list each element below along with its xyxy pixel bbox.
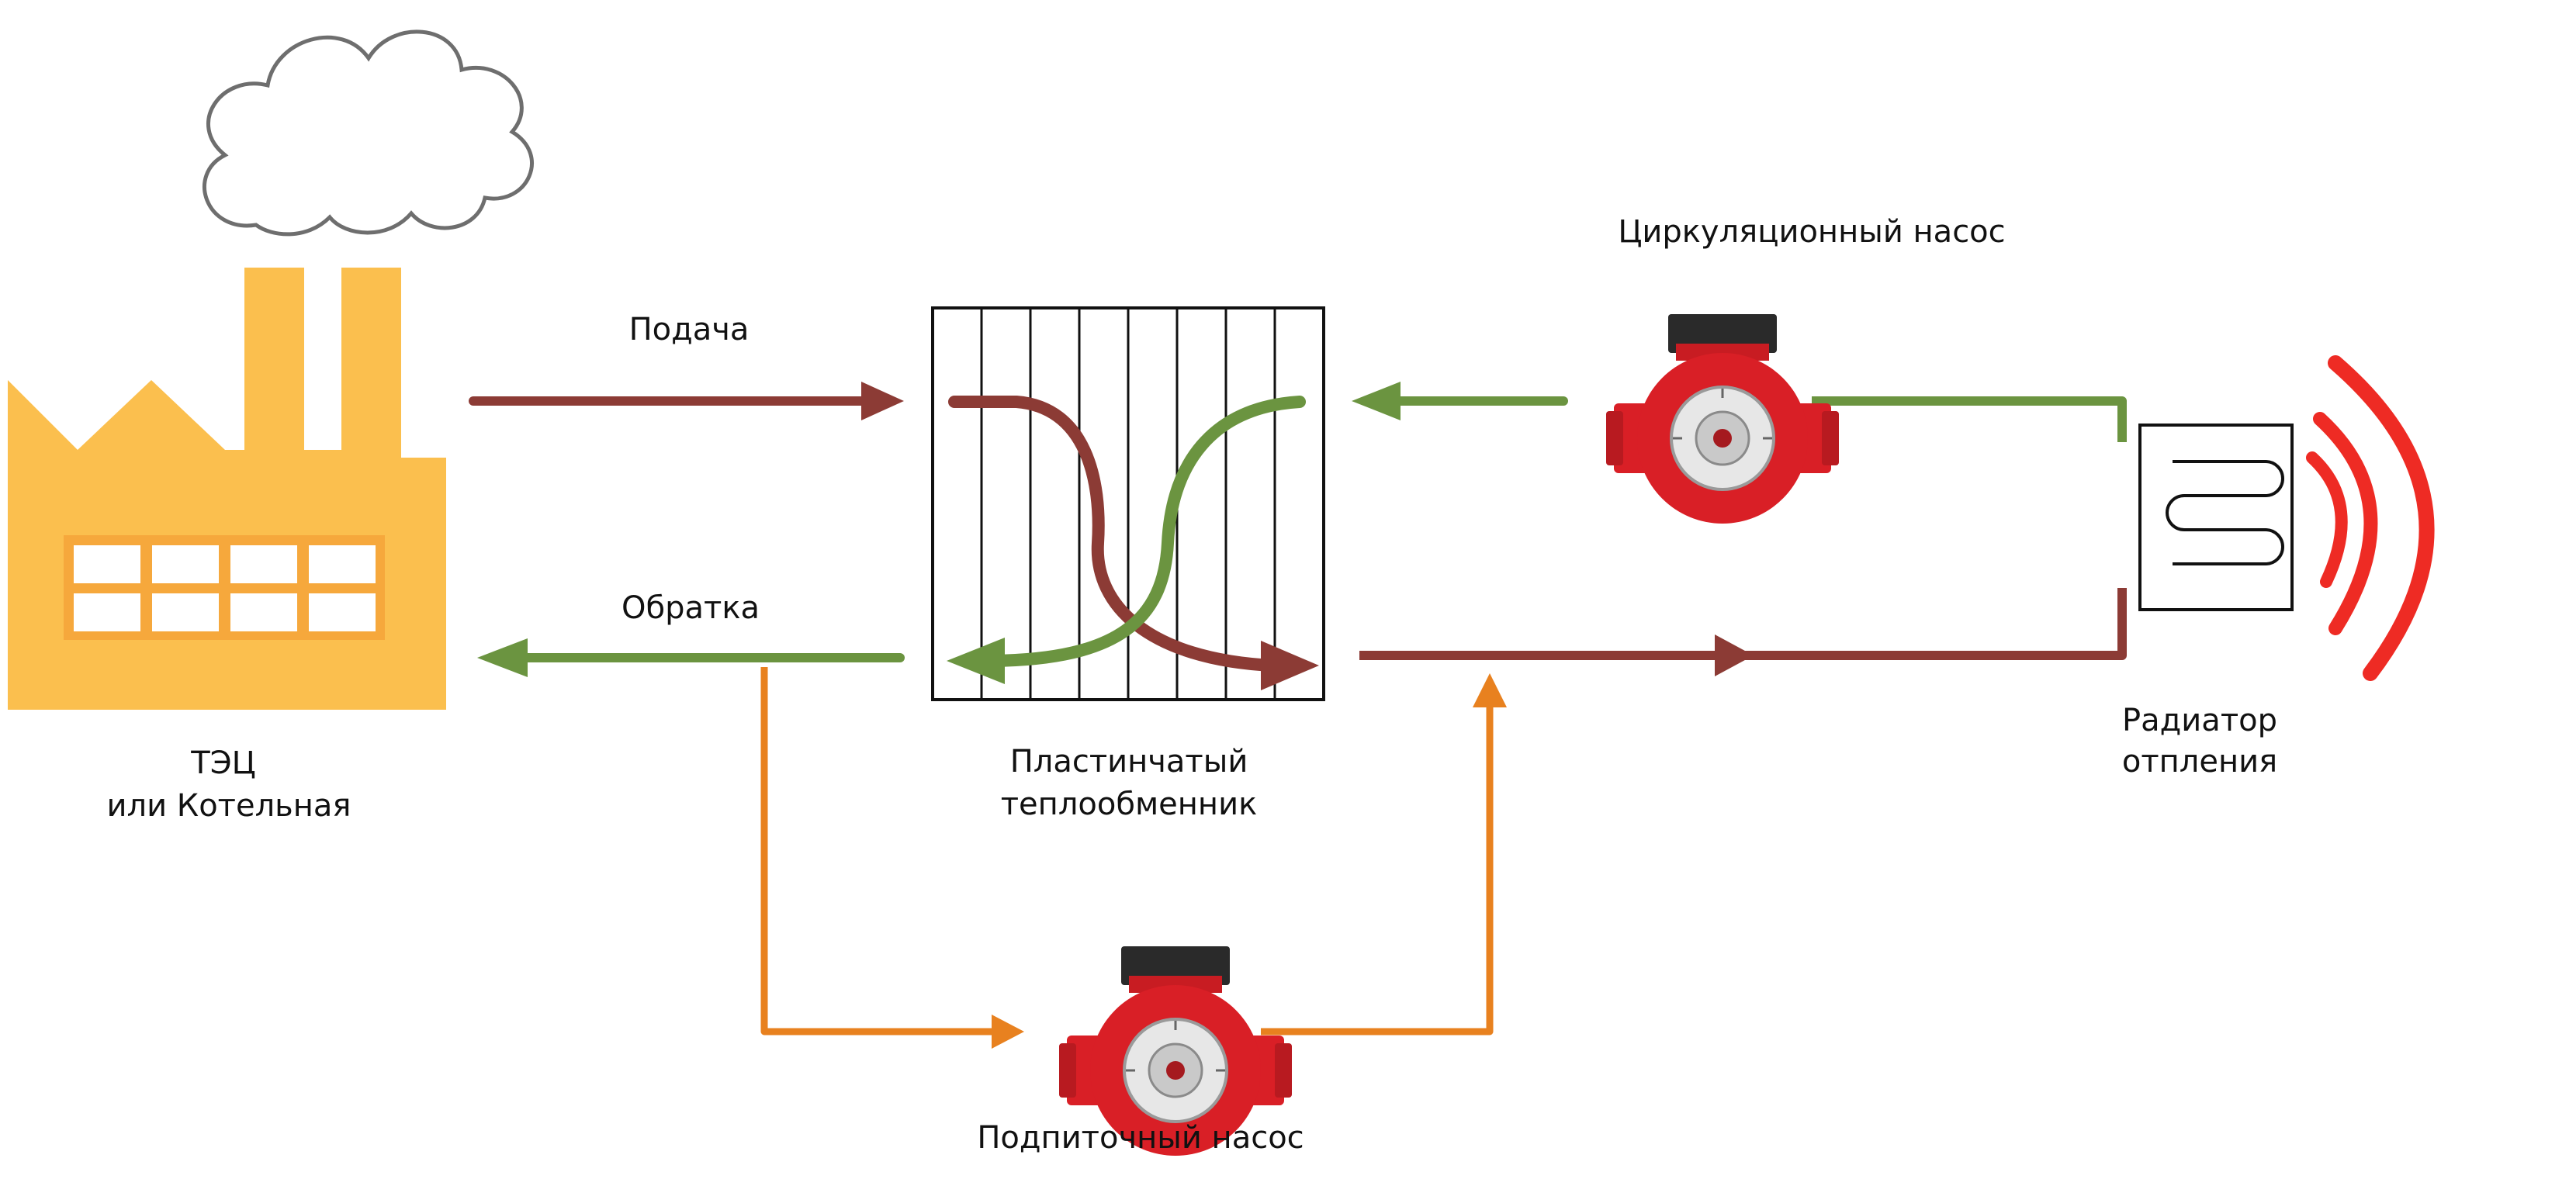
cold-flow-inside [987, 396, 1306, 667]
radiator-label-line2: отпления [2122, 744, 2277, 780]
cloud-icon [203, 29, 534, 237]
makeup-line [760, 667, 1507, 1049]
return-label: Обратка [621, 590, 760, 626]
makeup-pump-label: Подпиточный насос [977, 1120, 1304, 1156]
radiator-icon [2138, 424, 2294, 611]
exchanger-label-line1: Пластинчатый [1010, 744, 1248, 780]
exchanger-label-line2: теплообменник [1001, 787, 1258, 822]
supply-label: Подача [629, 312, 750, 347]
factory-icon [8, 268, 446, 710]
return-arrow [477, 638, 905, 677]
hot-flow-inside [948, 396, 1279, 672]
supply-arrow [469, 382, 904, 420]
plant-label-line1: ТЭЦ [190, 745, 255, 781]
circulation-pump-icon [1605, 313, 1840, 525]
radiator-label-line1: Радиатор [2122, 703, 2277, 738]
secondary-supply-line [1359, 588, 2127, 676]
circulation-return-line [1352, 382, 2127, 442]
plate-heat-exchanger [931, 306, 1325, 701]
plant-label-line2: или Котельная [107, 788, 351, 824]
heat-waves-icon [2306, 355, 2435, 681]
circulation-pump-label: Циркуляционный насос [1618, 214, 2005, 250]
